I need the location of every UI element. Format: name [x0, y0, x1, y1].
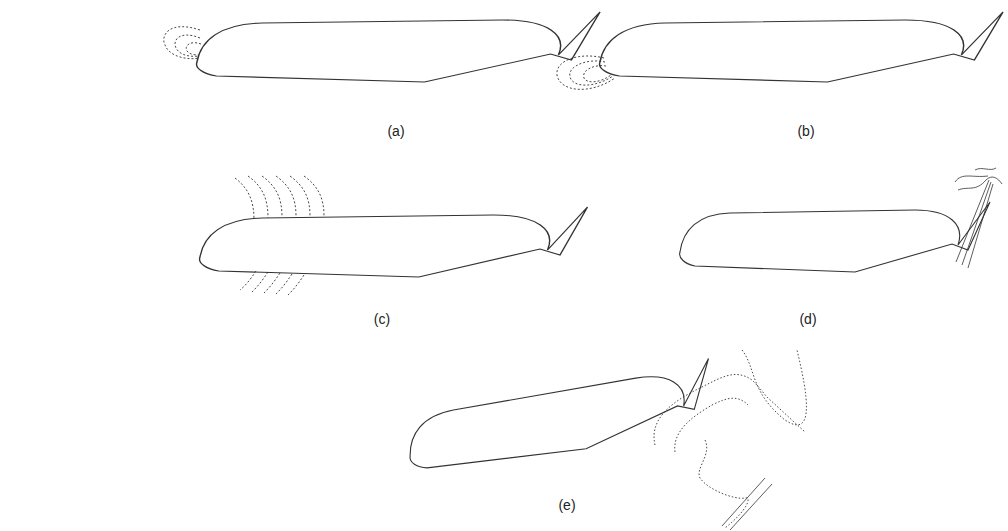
vortex-lines — [557, 56, 615, 89]
separated-flow-lines — [654, 350, 806, 528]
body-outline — [200, 207, 588, 277]
wake-lines — [955, 168, 1002, 268]
body-outline — [402, 358, 719, 476]
shock-lines — [235, 176, 324, 295]
panel-label: (d) — [799, 312, 816, 326]
panel-label: (b) — [797, 124, 814, 138]
panel-label: (c) — [374, 312, 390, 326]
vortex-lines — [164, 27, 201, 59]
panel-label: (a) — [387, 124, 404, 138]
panel-label: (e) — [558, 498, 575, 512]
wake-lines — [722, 478, 772, 530]
body-outline — [197, 12, 600, 82]
body-outline — [600, 12, 1003, 82]
body-outline — [680, 202, 990, 272]
